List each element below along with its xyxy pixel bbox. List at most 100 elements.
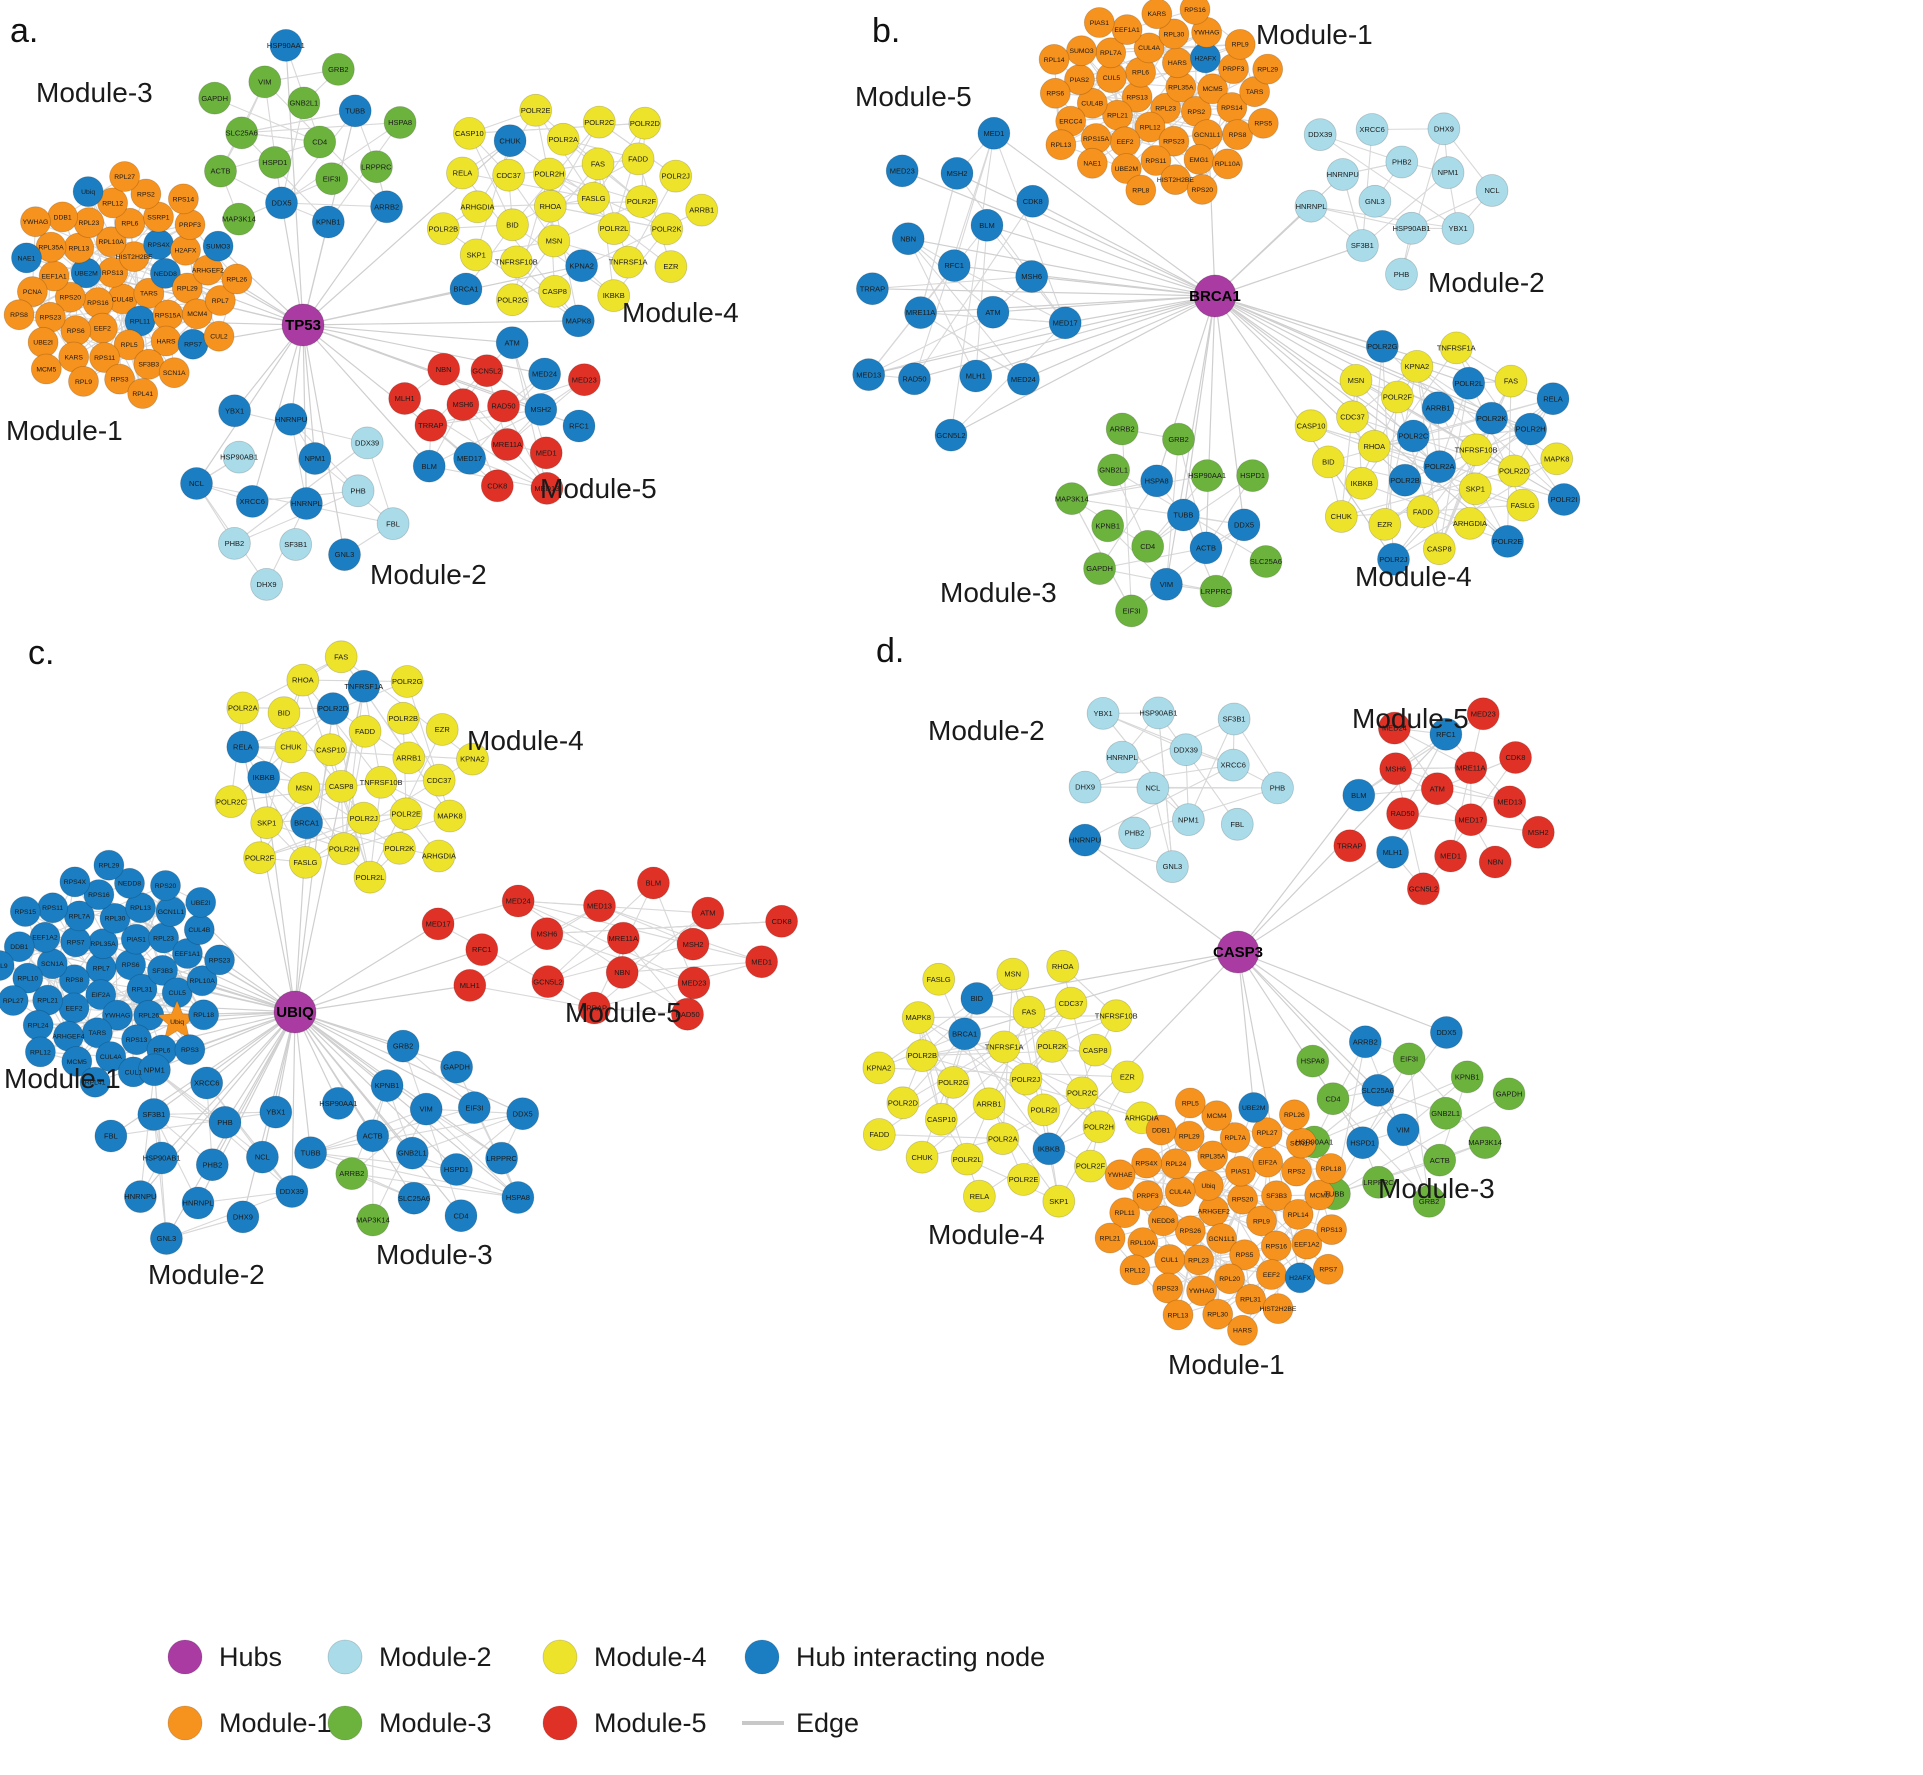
edge: [294, 1011, 519, 1198]
network-node: [577, 181, 610, 215]
network-node: [1186, 173, 1218, 205]
node-label: HNRNPU: [1327, 170, 1359, 179]
network-node: [1459, 433, 1493, 467]
network-node: [1386, 797, 1419, 830]
network-node: [11, 242, 42, 274]
network-node: [449, 272, 483, 306]
network-node: [562, 409, 596, 443]
edge: [988, 1103, 1060, 1202]
node-label: MED1: [1440, 852, 1461, 861]
network-node: [1284, 1262, 1316, 1294]
network-node: [677, 966, 711, 1000]
network-node: [533, 157, 566, 191]
hub-node: [1216, 930, 1260, 974]
edge: [913, 200, 1034, 380]
network-node: [1201, 1100, 1233, 1132]
edge: [988, 1103, 1091, 1167]
node-label: RPS15A: [1083, 136, 1110, 143]
node-label: DDB1: [1152, 1127, 1170, 1134]
network-node: [85, 979, 117, 1010]
edge: [304, 749, 332, 863]
node-label: MRE11A: [1456, 763, 1485, 772]
node-label: IKBKB: [603, 291, 625, 300]
node-label: NPM1: [304, 454, 325, 463]
node-label: HSP90AB1: [143, 1154, 181, 1163]
node-label: FASLG: [293, 858, 317, 867]
network-node: [1222, 119, 1253, 151]
node-label: CHUK: [280, 743, 301, 752]
network-node: [495, 326, 529, 360]
node-label: BLM: [1351, 791, 1366, 800]
node-label: EEF1A1: [175, 951, 201, 958]
node-label: KPNB1: [316, 218, 341, 227]
node-label: LRPPRC: [361, 162, 392, 171]
network-node: [3, 299, 35, 331]
network-node: [1110, 153, 1142, 184]
network-node: [1294, 409, 1328, 443]
node-label: RELA: [233, 743, 253, 752]
node-label: CASP10: [1297, 421, 1326, 430]
network-node: [1199, 574, 1233, 608]
node-label: PCNA: [23, 289, 42, 296]
node-label: RPL24: [1166, 1161, 1187, 1168]
node-label: ARHGDIA: [422, 852, 456, 861]
node-label: FBL: [1230, 820, 1244, 829]
node-label: POLR2J: [1012, 1075, 1041, 1084]
node-label: UBE2M: [74, 270, 98, 277]
module-label: Module-1: [1256, 19, 1373, 50]
network-node: [298, 442, 332, 475]
network-node: [905, 1140, 939, 1174]
node-label: RFC1: [569, 422, 589, 431]
network-node: [1494, 364, 1528, 398]
edge: [469, 905, 600, 986]
network-node: [17, 276, 48, 308]
network-node: [1169, 733, 1203, 767]
node-label: ARHGDIA: [460, 202, 494, 211]
node-label: POLR2K: [1037, 1042, 1067, 1051]
edge: [1332, 1098, 1430, 1202]
node-label: MSH2: [947, 169, 968, 178]
network-node: [1362, 1165, 1395, 1199]
legend-label: Module-5: [594, 1708, 707, 1738]
network-node: [1316, 1082, 1350, 1116]
node-label: TARS: [88, 1030, 106, 1037]
network-node: [149, 1222, 183, 1255]
node-label: CUL1: [1161, 1257, 1179, 1264]
node-label: EZR: [1120, 1073, 1136, 1082]
network-node: [221, 263, 253, 295]
network-node: [1179, 0, 1211, 25]
node-label: RPS11: [1145, 158, 1166, 165]
network-node: [1131, 1147, 1162, 1179]
edge: [234, 490, 359, 544]
edge: [154, 1011, 296, 1071]
node-label: RPS5: [1254, 121, 1272, 128]
network-node: [986, 1122, 1020, 1155]
node-label: RPL10A: [98, 239, 124, 246]
node-label: HIST2H2BE: [1157, 177, 1194, 184]
node-label: TRRAP: [582, 1004, 607, 1013]
network-node: [114, 867, 145, 899]
edge: [652, 882, 695, 984]
node-label: EIF3I: [323, 174, 341, 183]
node-label: MED17: [1458, 815, 1483, 824]
node-label: XRCC6: [1221, 761, 1246, 770]
network-node: [222, 440, 256, 474]
module-label: Module-4: [467, 725, 584, 756]
node-label: RPS16: [87, 300, 109, 307]
node-label: RPS2: [137, 191, 155, 198]
network-node: [250, 568, 284, 601]
node-label: CDC37: [1059, 999, 1084, 1008]
network-node: [1385, 257, 1418, 291]
network-node: [1105, 412, 1139, 446]
network-node: [977, 116, 1011, 150]
network-node: [427, 352, 461, 386]
node-label: GNL3: [1163, 862, 1183, 871]
network-node: [765, 904, 798, 938]
edge: [613, 123, 646, 229]
legend-label: Module-2: [379, 1642, 492, 1672]
network-node: [578, 991, 611, 1025]
edge: [964, 1033, 1050, 1150]
network-node: [1304, 1179, 1336, 1211]
network-node: [1324, 500, 1358, 533]
network-node: [972, 1087, 1006, 1121]
